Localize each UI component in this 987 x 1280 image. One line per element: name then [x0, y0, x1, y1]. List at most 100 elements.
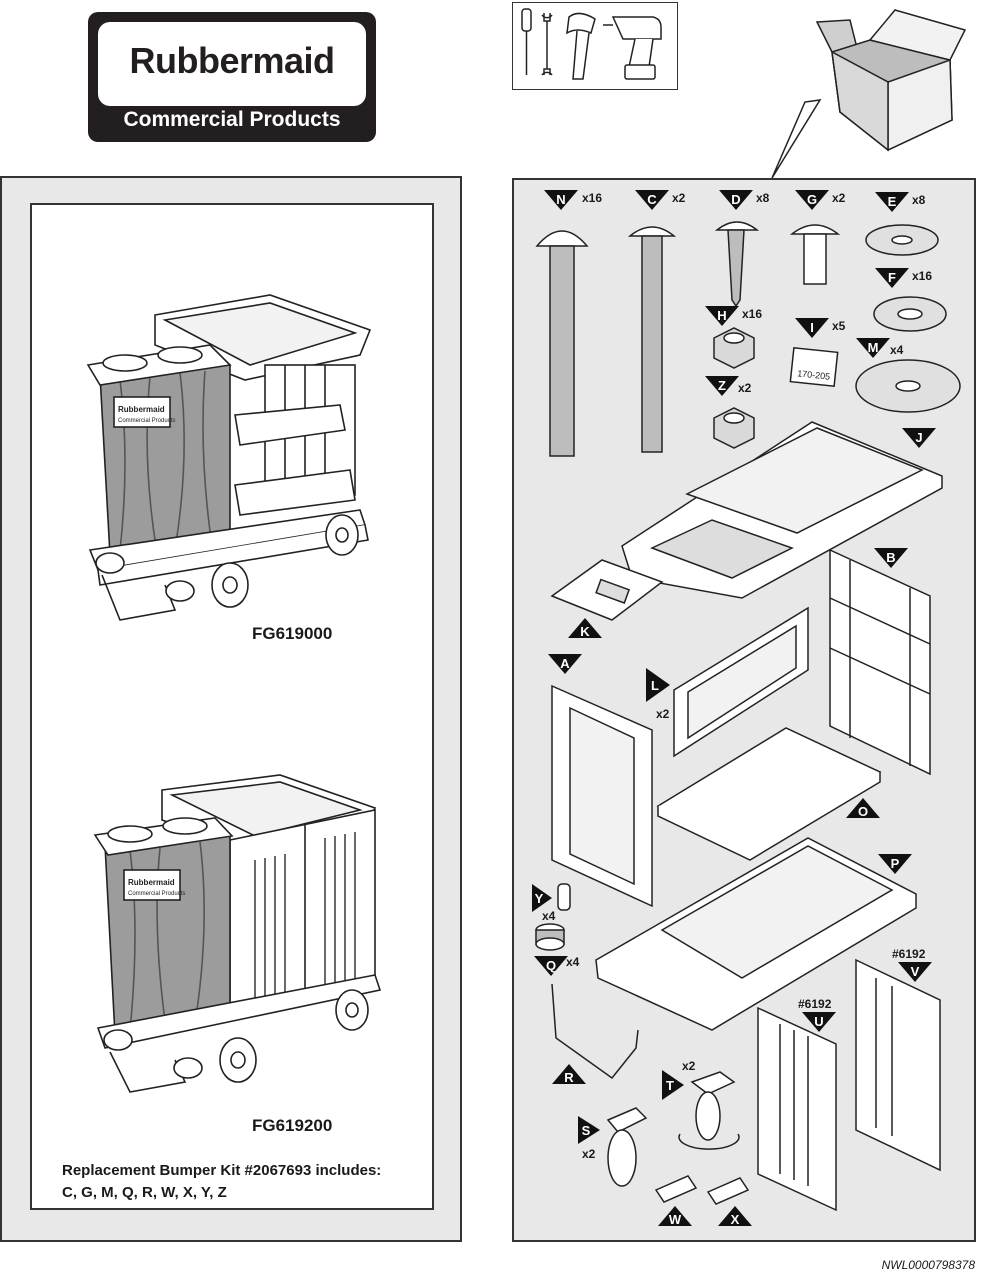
- svg-text:W: W: [669, 1212, 682, 1227]
- logo-panel: Rubbermaid: [98, 22, 366, 106]
- part-e-washer: [865, 224, 939, 256]
- part-d-screw: [714, 221, 760, 308]
- part-flag-s: S x2: [578, 1116, 600, 1161]
- part-m-washer: [855, 359, 961, 413]
- kit-line-1: Replacement Bumper Kit #2067693 includes…: [62, 1162, 382, 1179]
- logo-subtitle: Commercial Products: [123, 108, 341, 131]
- svg-text:M: M: [868, 340, 879, 355]
- part-flag-v: V #6192: [892, 947, 932, 982]
- svg-text:x2: x2: [656, 707, 670, 721]
- bag-subtitle-text: Commercial Products: [118, 418, 175, 424]
- svg-text:x2: x2: [582, 1147, 596, 1161]
- part-flag-z: Z x2: [705, 376, 752, 396]
- part-flag-j: J: [902, 428, 936, 448]
- part-flag-l: L x2: [646, 668, 670, 721]
- tools-required-box: [512, 2, 678, 90]
- svg-text:L: L: [651, 678, 659, 693]
- svg-text:F: F: [888, 270, 896, 285]
- svg-text:B: B: [886, 550, 895, 565]
- svg-text:I: I: [810, 320, 814, 335]
- part-p-base: [595, 837, 917, 1031]
- part-flag-r: R: [552, 1064, 586, 1085]
- svg-text:X: X: [731, 1212, 740, 1227]
- part-q-bumper: [535, 923, 565, 951]
- part-r-handle: [551, 983, 639, 1080]
- part-n-carriage-bolt: [535, 230, 589, 457]
- part-i-labels: [789, 346, 839, 388]
- svg-text:O: O: [858, 804, 868, 819]
- part-i-label-text: 170-205: [797, 368, 831, 381]
- part-flag-e: E x8: [875, 192, 926, 212]
- svg-text:E: E: [888, 194, 897, 209]
- part-flag-m: M x4: [856, 338, 904, 358]
- svg-text:N: N: [556, 192, 565, 207]
- kit-line-2: C, G, M, Q, R, W, X, Y, Z: [62, 1184, 227, 1201]
- svg-text:S: S: [582, 1123, 591, 1138]
- svg-text:x5: x5: [832, 319, 846, 333]
- part-flag-f: F x16: [875, 268, 932, 288]
- svg-text:x2: x2: [738, 381, 752, 395]
- svg-text:U: U: [814, 1014, 823, 1029]
- part-l-frame: [673, 606, 809, 758]
- registered-mark: ®: [348, 85, 362, 99]
- part-z-nut: [713, 407, 755, 449]
- part-flag-u: U #6192: [798, 997, 836, 1032]
- part-k-plate: [550, 559, 664, 621]
- shipping-box-illustration: [771, 9, 967, 179]
- part-flag-q: Q x4: [534, 955, 580, 976]
- part-j-top-tray: [621, 421, 943, 599]
- svg-text:R: R: [564, 1070, 574, 1085]
- part-flag-o: O: [846, 798, 880, 819]
- svg-text:K: K: [580, 624, 590, 639]
- part-flag-b: B: [874, 548, 908, 568]
- bag-brand-text: Rubbermaid: [118, 405, 165, 414]
- svg-text:x4: x4: [542, 909, 556, 923]
- part-x-plate: [706, 1177, 750, 1205]
- part-flag-i: I x5: [795, 318, 846, 338]
- svg-text:x4: x4: [566, 955, 580, 969]
- part-u-door-panel: [757, 1006, 837, 1212]
- part-flag-x: X: [718, 1206, 752, 1227]
- screwdriver-icon: [521, 8, 532, 75]
- cart-fg619000-illustration: Rubbermaid Commercial Products: [86, 294, 372, 621]
- svg-text:x8: x8: [912, 193, 926, 207]
- part-flag-d: D x8: [719, 190, 770, 210]
- svg-text:x4: x4: [890, 343, 904, 357]
- svg-text:x2: x2: [832, 191, 846, 205]
- part-c-bolt: [627, 226, 677, 453]
- part-flag-a: A: [548, 654, 582, 674]
- svg-text:A: A: [560, 656, 570, 671]
- part-y-spacer: [557, 883, 571, 911]
- svg-text:J: J: [915, 430, 922, 445]
- svg-text:P: P: [891, 856, 900, 871]
- svg-text:x16: x16: [912, 269, 932, 283]
- bag-brand-text-2: Rubbermaid: [128, 878, 175, 887]
- part-g-screw: [789, 224, 841, 285]
- part-flag-p: P: [878, 854, 912, 874]
- svg-text:x2: x2: [672, 191, 686, 205]
- part-flag-g: G x2: [795, 190, 846, 210]
- svg-text:Q: Q: [546, 958, 556, 973]
- svg-text:V: V: [911, 964, 920, 979]
- part-flag-c: C x2: [635, 190, 686, 210]
- svg-text:C: C: [647, 192, 657, 207]
- part-b-side-panel: [829, 548, 931, 776]
- part-w-plate: [654, 1175, 698, 1203]
- wrench-icon: [541, 13, 553, 76]
- part-flag-t: T x2: [662, 1059, 696, 1100]
- part-flag-h: H x16: [705, 306, 762, 326]
- model-label-fg619200: FG619200: [252, 1116, 333, 1135]
- svg-text:Z: Z: [718, 378, 726, 393]
- svg-text:x2: x2: [682, 1059, 696, 1073]
- part-v-door-panel: [855, 958, 941, 1172]
- parts-illustrations: 170-205 N x16 C x2 D x8 G x2 E x8 F x16 …: [532, 190, 961, 1227]
- part-o-shelf: [656, 727, 882, 861]
- part-s-fixed-caster: [606, 1107, 648, 1187]
- svg-text:x8: x8: [756, 191, 770, 205]
- document-id: NWL0000798378: [881, 1258, 975, 1272]
- part-flag-k: K: [568, 618, 602, 639]
- model-label-fg619000: FG619000: [252, 624, 333, 643]
- svg-text:H: H: [717, 308, 726, 323]
- svg-text:T: T: [666, 1078, 674, 1093]
- svg-text:x16: x16: [742, 307, 762, 321]
